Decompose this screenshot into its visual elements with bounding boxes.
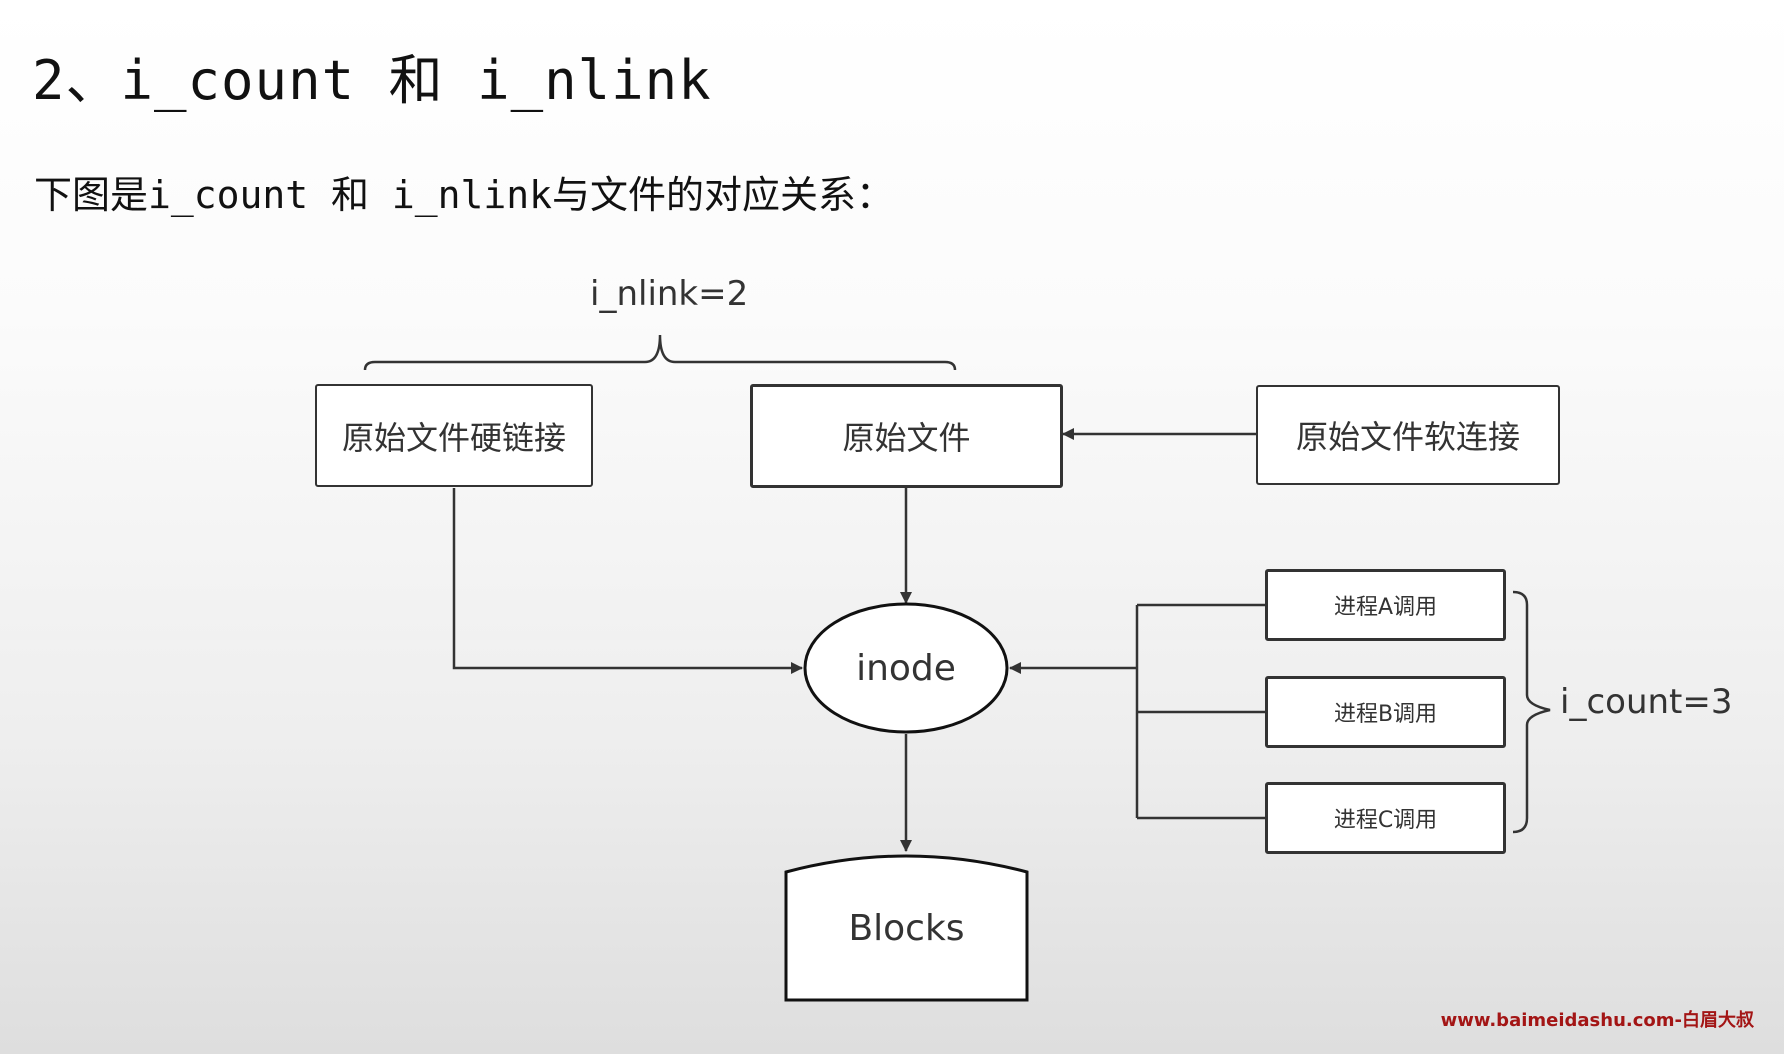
blocks-label: Blocks [848,907,965,949]
nlink-label: i_nlink=2 [590,274,749,314]
soft-link-node: 原始文件软连接 [1256,385,1560,485]
process-c-label: 进程C调用 [1333,808,1438,833]
original-file-label: 原始文件 [842,419,971,457]
edge-hardlink-to-inode [452,488,803,674]
soft-link-label: 原始文件软连接 [1295,418,1520,456]
inode-label: inode [856,647,956,689]
blocks-node [784,854,1029,1002]
count-brace [1512,590,1551,834]
original-file-node: 原始文件 [750,384,1063,488]
page-heading: 2、i_count 和 i_nlink [32,49,712,112]
watermark: www.baimeidashu.com-白眉大叔 [1440,1010,1754,1031]
page-subtitle: 下图是i_count 和 i_nlink与文件的对应关系： [34,173,895,217]
nlink-brace [363,334,957,371]
count-label: i_count=3 [1560,682,1733,722]
process-b-node: 进程B调用 [1265,676,1506,748]
process-c-node: 进程C调用 [1265,782,1506,854]
hard-link-label: 原始文件硬链接 [341,418,566,457]
inode-node [803,602,1009,734]
process-a-node: 进程A调用 [1265,569,1506,641]
process-a-label: 进程A调用 [1333,595,1438,620]
hard-link-node: 原始文件硬链接 [315,384,593,487]
process-b-label: 进程B调用 [1333,702,1438,727]
